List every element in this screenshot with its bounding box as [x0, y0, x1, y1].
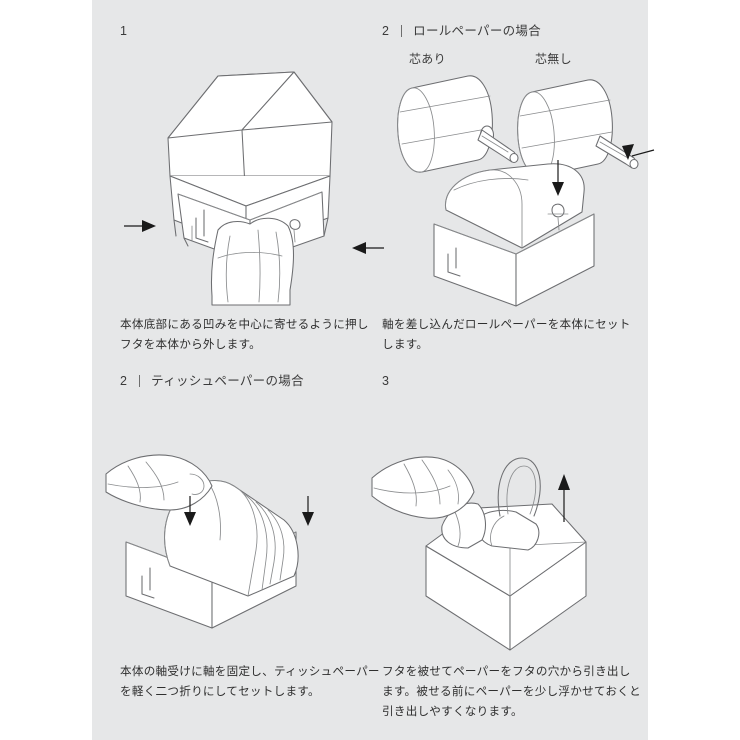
roll-type-sublabels: 芯あり 芯無し: [382, 50, 650, 70]
step-2-tissue-title: ティッシュペーパーの場合: [151, 374, 304, 388]
step-1-header: 1: [120, 22, 388, 40]
step-2-roll-header: 2 ロールペーパーの場合: [382, 22, 650, 40]
tissue-paper-illustration: [105, 400, 392, 650]
step-2-roll-title: ロールペーパーの場合: [413, 24, 542, 38]
step-3-header: 3: [382, 372, 650, 390]
step-2-roll-number: 2: [382, 24, 390, 38]
arrow-up-icon: [558, 474, 570, 522]
arrow-down-left-icon: [184, 496, 196, 526]
step-3-number: 3: [382, 374, 390, 388]
step-2-tissue-caption: 本体の軸受けに軸を固定し、ティッシュペーパー を軽く二つ折りにしてセットします。: [120, 665, 380, 698]
arrow-left-icon: [124, 220, 156, 232]
step-3-caption: フタを被せてペーパーをフタの穴から引き出し ます。被せる前にペーパーを少し浮かせ…: [382, 665, 641, 718]
arrow-right-icon: [352, 242, 384, 254]
step-1-number: 1: [120, 24, 128, 38]
lid-removal-illustration: [118, 70, 390, 306]
lid-replacement-illustration: [371, 400, 654, 651]
step-2-tissue-number: 2: [120, 374, 128, 388]
sublabel-without-core: 芯無し: [535, 52, 572, 66]
arrow-down-seat-icon: [552, 160, 564, 196]
step-2-tissue-header: 2 ティッシュペーパーの場合: [120, 372, 388, 390]
step-divider: [139, 375, 141, 387]
roll-paper-illustration: [382, 62, 655, 307]
step-1-caption: 本体底部にある凹みを中心に寄せるように押し フタを本体から外します。: [120, 318, 369, 351]
roll-with-core: [397, 75, 519, 173]
roll-without-core: [517, 79, 639, 177]
arrow-insert-right-icon: [622, 144, 655, 160]
sublabel-with-core: 芯あり: [409, 52, 446, 66]
step-divider: [401, 25, 403, 37]
step-2-roll-caption: 軸を差し込んだロールペーパーを本体にセット します。: [382, 318, 631, 351]
arrow-down-right-icon: [302, 496, 314, 526]
base-box-with-roll: [433, 160, 595, 307]
